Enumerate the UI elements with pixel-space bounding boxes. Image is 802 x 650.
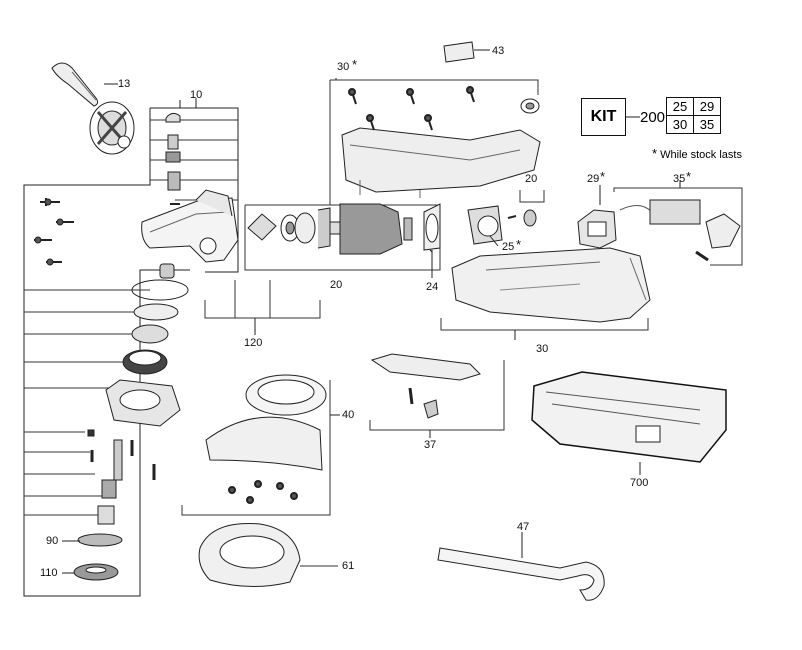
callout-24: 24 — [426, 281, 439, 293]
kit-number: 200 — [640, 109, 666, 126]
stock-note: *While stock lasts — [652, 146, 742, 161]
callout-25: 25 — [502, 241, 515, 253]
brush-spring-part — [523, 209, 537, 227]
callout-10: 10 — [190, 89, 203, 101]
note-text: While stock lasts — [660, 149, 742, 161]
side-handle-part — [51, 62, 135, 155]
callout-40: 40 — [342, 409, 355, 421]
motor-body-handle — [440, 247, 651, 340]
left-leader-lines — [24, 119, 238, 516]
gear-head-housing — [141, 112, 239, 263]
callout-30-bottom: 30 — [536, 343, 549, 355]
kit-label: KIT — [581, 98, 626, 136]
callout-20-right: 20 — [525, 173, 538, 185]
star-29: * — [600, 169, 606, 184]
callout-120: 120 — [244, 337, 263, 349]
callout-47: 47 — [517, 521, 530, 533]
motor-housing-top — [329, 79, 541, 205]
kit-item-cell: 30 — [666, 115, 694, 134]
callout-37: 37 — [424, 439, 437, 451]
carry-case-part — [531, 371, 727, 475]
spanner-wrench-part — [437, 532, 605, 601]
star-35: * — [686, 169, 692, 184]
kit-items-table: 25 29 30 35 — [666, 97, 721, 134]
note-star: * — [652, 146, 658, 161]
guard-group-40 — [181, 374, 340, 516]
callout-700: 700 — [630, 477, 649, 489]
kit-item-cell: 29 — [693, 97, 721, 116]
callout-20-bottom: 20 — [330, 279, 343, 291]
callout-61: 61 — [342, 560, 355, 572]
armature-assembly — [244, 203, 503, 271]
callout-110: 110 — [40, 567, 58, 579]
callout-90: 90 — [46, 535, 59, 547]
star-25: * — [516, 237, 522, 252]
wheel-guard-part — [198, 523, 338, 587]
lever-group-37 — [369, 353, 505, 438]
kit-item-cell: 35 — [693, 115, 721, 134]
group-10-outline — [150, 107, 239, 273]
spindle-assembly — [73, 263, 189, 581]
callout-30-top: 30 — [337, 61, 350, 73]
main-housing-outline — [23, 108, 190, 597]
electronics-group-35 — [613, 180, 743, 266]
label-plate-part — [443, 41, 475, 63]
screws-left — [34, 198, 74, 266]
kit-item-cell: 25 — [666, 97, 694, 116]
callout-13: 13 — [118, 78, 131, 90]
callout-43: 43 — [492, 45, 505, 57]
callout-29: 29 — [587, 173, 600, 185]
switch-part-29 — [577, 185, 617, 249]
star-30: * — [352, 57, 358, 72]
callout-35: 35 — [673, 173, 686, 185]
